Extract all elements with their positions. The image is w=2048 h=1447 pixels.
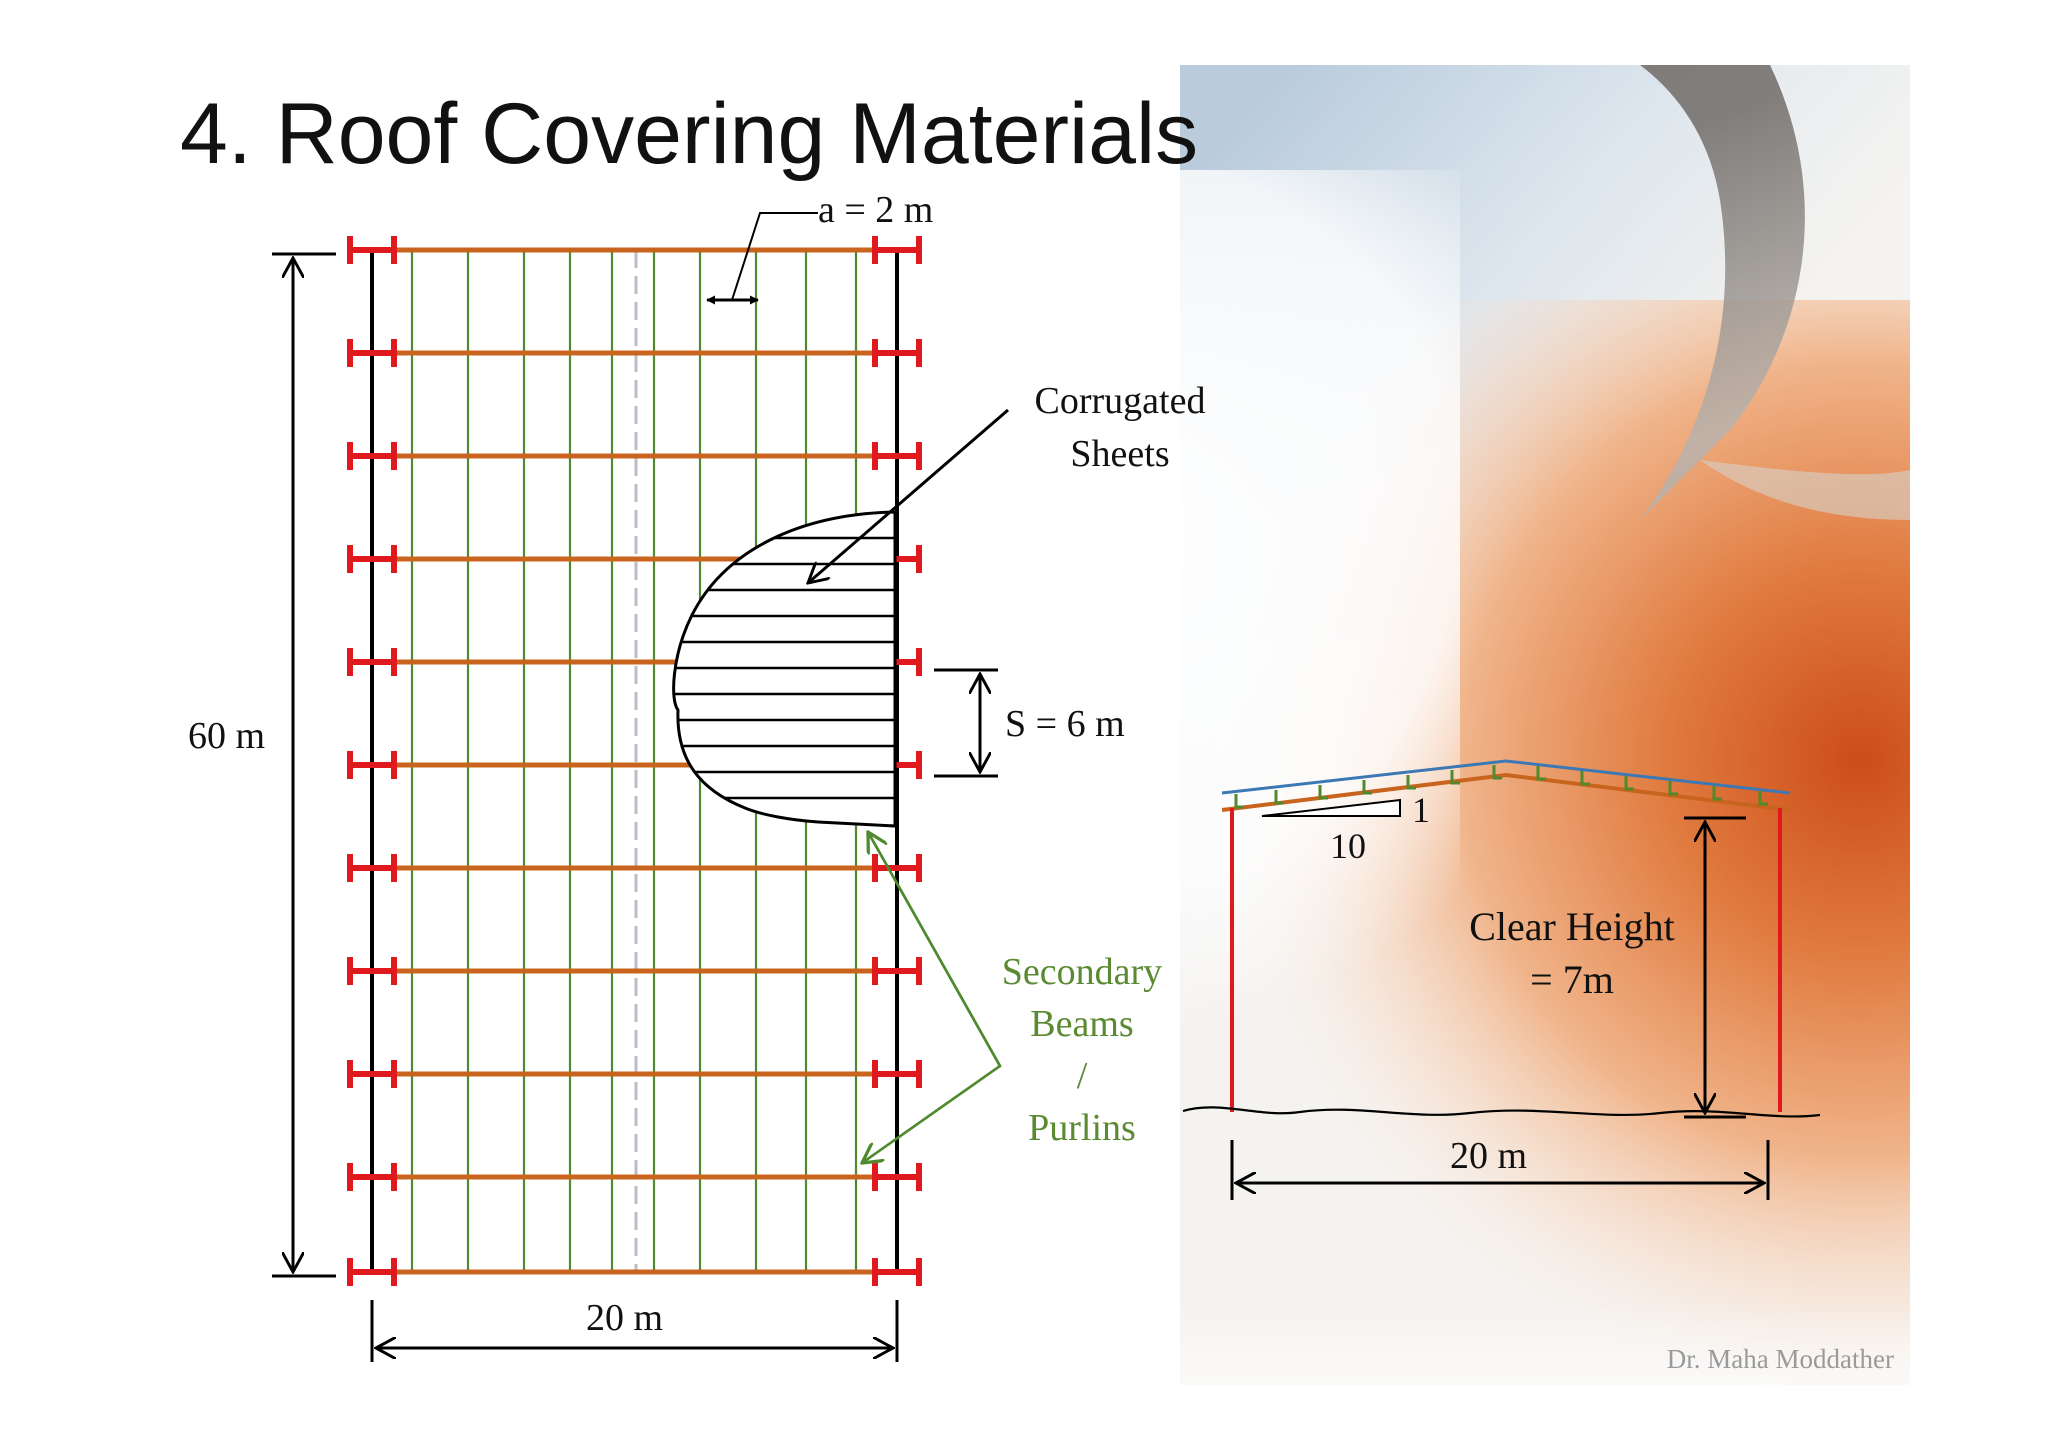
plan-view: 60 m 20 m a = 2 m S = 6 m — [188, 189, 1205, 1362]
dim-length — [272, 252, 336, 1278]
footer-author: Dr. Maha Moddather — [1667, 1344, 1894, 1374]
secondary-leader-start — [868, 832, 1002, 1067]
secondary-leader — [862, 831, 1002, 1163]
section-view: 1 10 Clear Height = 7m 20 m — [1182, 759, 1821, 1200]
corrugated-label-1: Corrugated — [1035, 380, 1206, 422]
slide-title: 4. Roof Covering Materials — [180, 86, 1199, 182]
secondary-label-4: Purlins — [1028, 1107, 1136, 1149]
section-purlins — [1234, 765, 1768, 809]
roof-sheeting — [1221, 759, 1791, 795]
dim-section-span — [1230, 1140, 1770, 1200]
dim-purlin-spacing — [934, 668, 998, 778]
slope-rise-label: 1 — [1412, 790, 1430, 830]
rafters — [1221, 772, 1791, 812]
plan-width-label: 20 m — [586, 1297, 663, 1339]
secondary-beams — [410, 250, 858, 1272]
corrugated-sheets-patch — [672, 510, 897, 828]
columns — [347, 236, 922, 1286]
secondary-label-3: / — [1077, 1055, 1088, 1097]
slope-triangle — [1261, 798, 1401, 817]
slope-run-label: 10 — [1330, 826, 1366, 866]
secondary-label-1: Secondary — [1002, 951, 1162, 993]
section-span-label: 20 m — [1450, 1135, 1527, 1177]
dim-clear-height — [1684, 816, 1746, 1119]
dim-sheet-spacing — [706, 212, 818, 305]
corrugated-leader — [808, 408, 1009, 583]
clear-height-label-2: = 7m — [1530, 957, 1614, 1002]
corrugated-label-2: Sheets — [1070, 433, 1169, 475]
ground-line — [1182, 1106, 1821, 1118]
purlin-spacing-label: S = 6 m — [1005, 703, 1125, 745]
secondary-label-2: Beams — [1030, 1003, 1133, 1045]
dim-plan-width — [370, 1300, 899, 1362]
length-label: 60 m — [188, 715, 265, 757]
sheet-spacing-label: a = 2 m — [818, 189, 933, 231]
clear-height-label-1: Clear Height — [1469, 904, 1675, 949]
